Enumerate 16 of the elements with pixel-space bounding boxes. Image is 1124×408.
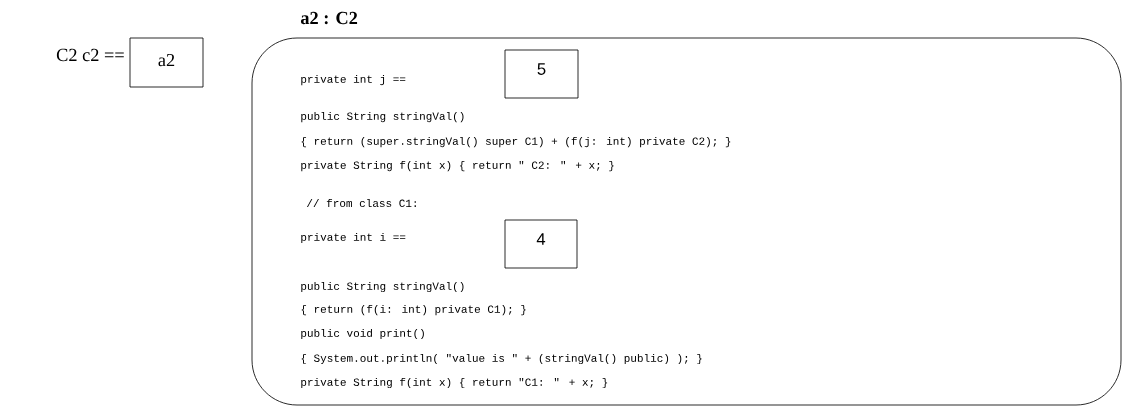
value-box: 5 [504, 49, 579, 99]
value-box: a2 [129, 37, 204, 88]
code-line: private String f(int x) { return " C2: " + x; } [301, 160, 614, 172]
value-box: 4 [504, 219, 578, 269]
code-line: { return (super.stringVal() super C1) + (f(j: int) private C2); } [301, 136, 731, 148]
code-line: public String stringVal() [301, 281, 464, 293]
value-label: C2 c2 == [56, 48, 124, 62]
object-title: a2 : C2 [300, 11, 358, 25]
code-line: public void print() [301, 328, 424, 340]
code-line: // from class C1: [306, 198, 416, 208]
code-line: public String stringVal() [301, 111, 464, 123]
code-line: private int i == [301, 232, 406, 244]
code-line: private String f(int x) { return "C1: " + x; } [301, 377, 608, 389]
code-line: { System.out.println( "value is " + (stringVal() public) ); } [301, 353, 702, 365]
code-line: { return (f(i: int) private C1); } [301, 304, 526, 316]
code-line: private int j == [301, 74, 406, 86]
